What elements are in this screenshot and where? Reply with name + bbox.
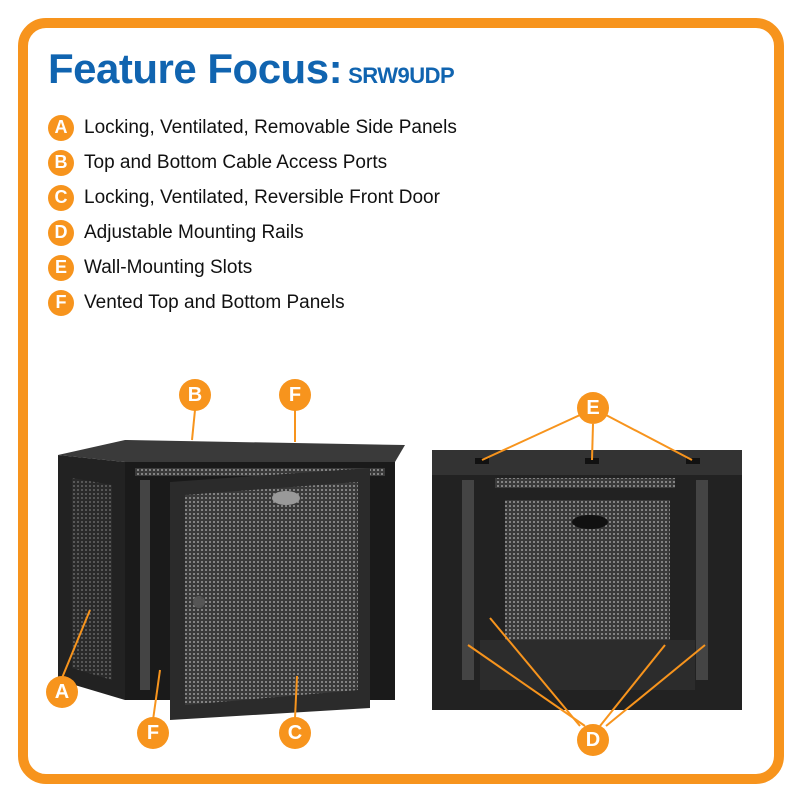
- callout-lines: [61, 409, 706, 727]
- letter-badge: B: [48, 149, 74, 176]
- letter-badge: E: [48, 254, 74, 281]
- callout-e: E: [577, 392, 609, 424]
- cabinet-front-view: [58, 440, 405, 720]
- callout-f-bottom: F: [137, 717, 169, 749]
- callout-c: C: [279, 717, 311, 749]
- letter-badge: C: [48, 184, 74, 211]
- callout-d: D: [577, 724, 609, 756]
- cabinet-interior-view: [432, 450, 742, 710]
- letter-badge: D: [48, 219, 74, 246]
- page-title: Feature Focus:SRW9UDP: [48, 45, 455, 92]
- orange-frame: [18, 18, 784, 784]
- model-number: SRW9UDP: [348, 63, 455, 88]
- letter-badge: A: [48, 114, 74, 141]
- callout-f-top: F: [279, 379, 311, 411]
- letter-badge: F: [48, 289, 74, 316]
- callout-b: B: [179, 379, 211, 411]
- callout-a: A: [46, 676, 78, 708]
